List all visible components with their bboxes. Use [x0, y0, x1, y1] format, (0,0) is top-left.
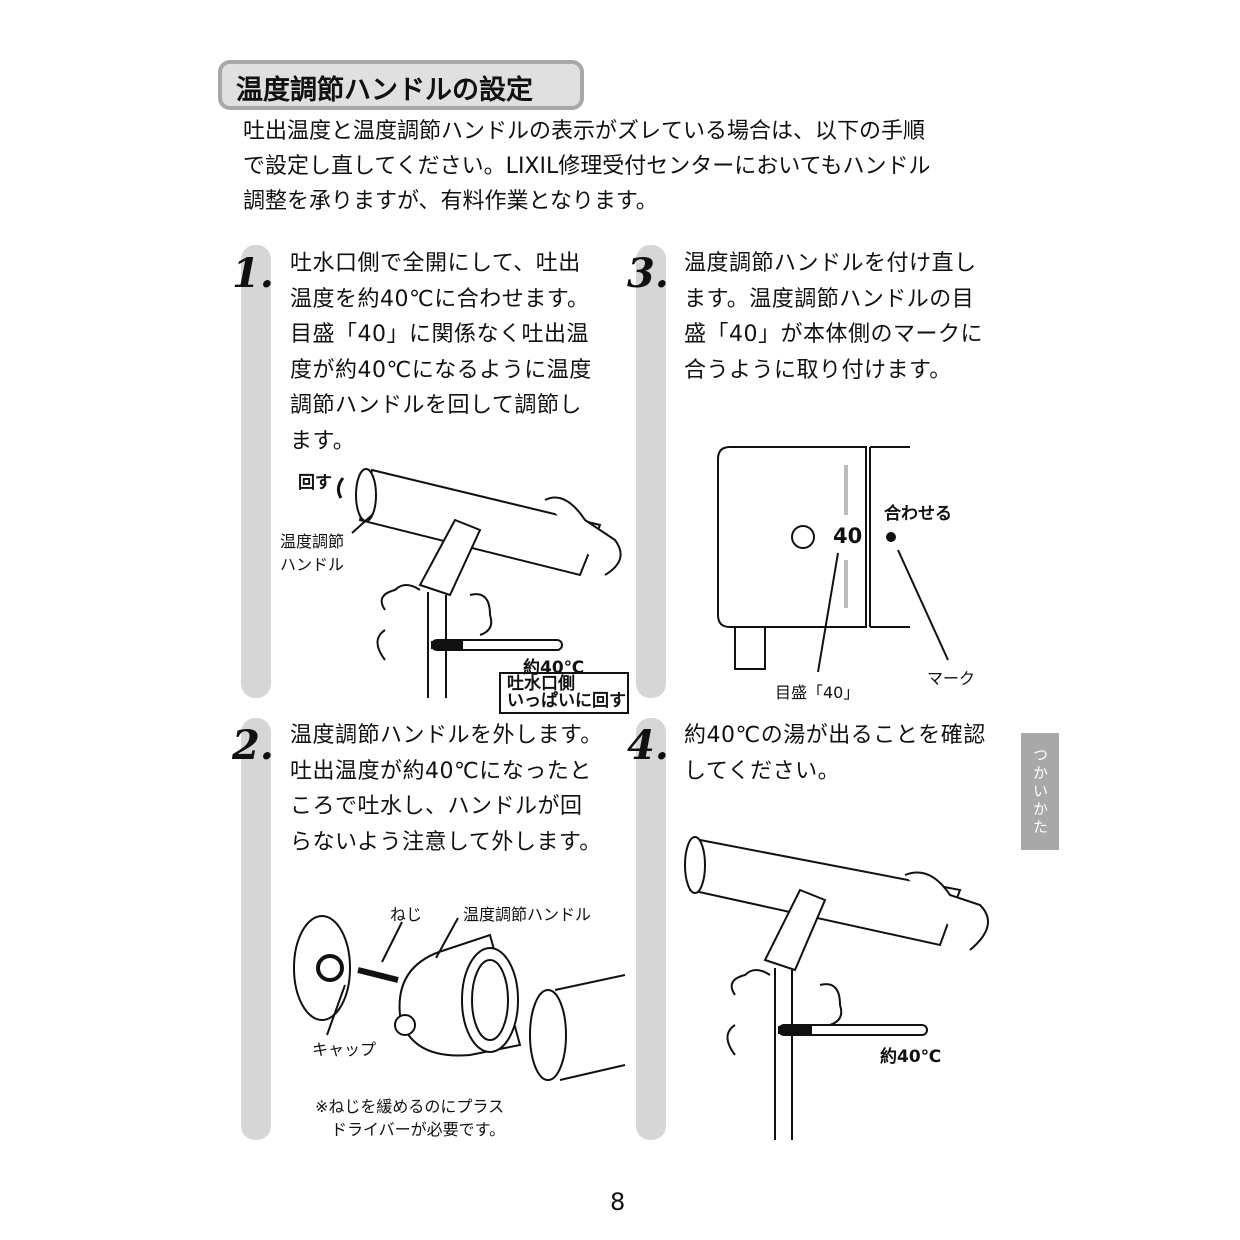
- title-box: [218, 60, 584, 110]
- align-label: 合わせる: [884, 504, 952, 524]
- step-4-text: 約40℃の湯が出ることを確認してください。: [684, 718, 986, 789]
- handle-label: 温度調節: [280, 532, 345, 551]
- section-title: 温度調節ハンドルの設定: [236, 75, 533, 106]
- mark-label: マーク: [927, 669, 976, 688]
- text-line: ます。温度調節ハンドルの目: [684, 286, 975, 312]
- text-line: 度が約40℃になるように温度: [290, 357, 592, 383]
- faucet-illustration-step1: [336, 468, 629, 714]
- intro-line: 調整を承りますが、有料作業となります。: [243, 189, 658, 214]
- step-1-bar: [241, 245, 271, 698]
- text-line: 合うように取り付けます。: [684, 357, 952, 383]
- screwdriver-note: ※ねじを緩めるのにプラスドライバーが必要です。: [315, 1095, 505, 1141]
- rotate-label: 回す: [298, 473, 332, 493]
- text-line: 調節ハンドルを回して調節し: [290, 393, 582, 418]
- intro-line: 吐出温度と温度調節ハンドルの表示がズレている場合は、以下の手順: [243, 119, 926, 144]
- step-3-bar: [636, 245, 666, 698]
- step-1-number: 1.: [232, 250, 274, 297]
- note-line: ドライバーが必要です。: [331, 1120, 506, 1139]
- step-1-text: 吐水口側で全開にして、吐出温度を約40℃に合わせます。目盛「40」に関係なく吐出…: [290, 246, 592, 459]
- step-3-text: 温度調節ハンドルを付け直します。温度調節ハンドルの目盛「40」が本体側のマークに…: [684, 246, 983, 388]
- note-line: いっぱいに回す: [507, 691, 626, 711]
- step-4-bar: [636, 718, 666, 1140]
- step-2-number: 2.: [232, 722, 274, 769]
- text-line: 吐出温度が約40℃になったと: [290, 758, 592, 784]
- intro-line: で設定し直してください。LIXIL修理受付センターにおいてもハンドル: [243, 154, 931, 179]
- text-line: してください。: [684, 758, 841, 784]
- text-line: 約40℃の湯が出ることを確認: [684, 723, 986, 748]
- text-line: 温度調節ハンドルを付け直し: [684, 251, 977, 276]
- text-line: 目盛「40」に関係なく吐出温: [290, 322, 589, 347]
- spout-side-note: 吐水口側いっぱいに回す: [507, 676, 626, 710]
- note-line: 吐水口側: [507, 674, 575, 694]
- text-line: らないよう注意して外します。: [290, 829, 602, 855]
- text-line: 吐水口側で全開にして、吐出: [290, 251, 581, 276]
- handle-parts-illustration: [293, 915, 626, 1081]
- handle-label: 温度調節ハンドル: [463, 905, 592, 924]
- text-line: ます。: [290, 428, 356, 454]
- step-2-bar: [241, 718, 271, 1140]
- step-4-number: 4.: [627, 722, 669, 769]
- faucet-illustration-step4: [684, 836, 989, 1140]
- handle-label: ハンドル: [280, 555, 345, 574]
- section-side-tab: つかいかた: [1021, 733, 1059, 850]
- screw-label: ねじ: [390, 905, 423, 924]
- step-3-number: 3.: [627, 250, 669, 297]
- text-line: 盛「40」が本体側のマークに: [684, 322, 983, 347]
- intro-text: 吐出温度と温度調節ハンドルの表示がズレている場合は、以下の手順 で設定し直してく…: [243, 114, 1003, 219]
- text-line: 温度を約40℃に合わせます。: [290, 286, 590, 312]
- note-line: ※ねじを緩めるのにプラス: [315, 1097, 505, 1116]
- cap-label: キャップ: [312, 1040, 377, 1059]
- temperature-label: 約40℃: [880, 1047, 942, 1067]
- step-2-text: 温度調節ハンドルを外します。吐出温度が約40℃になったところで吐水し、ハンドルが…: [290, 718, 603, 860]
- temperature-label: 約40℃: [523, 658, 585, 678]
- alignment-diagram: [717, 446, 949, 673]
- text-line: ころで吐水し、ハンドルが回: [290, 794, 583, 819]
- page-number: 8: [610, 1188, 626, 1216]
- scale-label: 目盛「40」: [775, 683, 860, 702]
- scale-40: 40: [833, 524, 863, 548]
- text-line: 温度調節ハンドルを外します。: [290, 723, 603, 748]
